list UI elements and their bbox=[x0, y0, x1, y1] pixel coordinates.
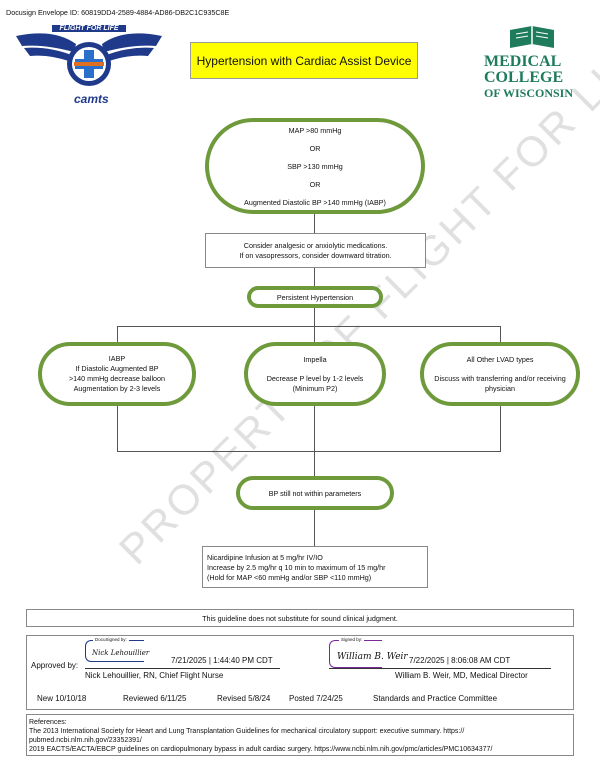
flight-for-life-banner: FLIGHT FOR LIFE bbox=[52, 25, 126, 32]
lvad-title: All Other LVAD types bbox=[466, 354, 534, 364]
signature-2-label: Signed by: bbox=[339, 637, 365, 642]
bp-still-pill: BP still not within parameters bbox=[236, 476, 394, 510]
merge-line bbox=[117, 451, 501, 452]
lvad-line-2: physician bbox=[485, 383, 515, 393]
consider-line-1: Consider analgesic or anxiolytic medicat… bbox=[243, 241, 388, 250]
impella-title: Impella bbox=[303, 354, 327, 364]
impella-line-2: (Minimum P2) bbox=[292, 383, 338, 393]
connector bbox=[314, 214, 315, 234]
connector bbox=[117, 326, 118, 343]
criteria-map: MAP >80 mmHg bbox=[288, 125, 342, 135]
impella-pill: Impella Decrease P level by 1-2 levels (… bbox=[244, 342, 386, 406]
nicardipine-box: Nicardipine Infusion at 5 mg/hr IV/IO In… bbox=[202, 546, 428, 588]
iabp-line-3: Augmentation by 2-3 levels bbox=[73, 384, 161, 393]
signature-1-date: 7/21/2025 | 1:44:40 PM CDT bbox=[171, 656, 273, 665]
lvad-pill: All Other LVAD types Discuss with transf… bbox=[420, 342, 580, 406]
criteria-diastolic: Augmented Diastolic BP >140 mmHg (IABP) bbox=[244, 197, 386, 207]
branch-line bbox=[117, 326, 501, 327]
lvad-line-1: Discuss with transferring and/or receivi… bbox=[434, 373, 566, 383]
criteria-sbp: SBP >130 mmHg bbox=[287, 161, 343, 171]
criteria-or-1: OR bbox=[309, 143, 321, 153]
committee: Standards and Practice Committee bbox=[373, 694, 498, 703]
bp-still-label: BP still not within parameters bbox=[268, 488, 362, 498]
approval-box: Approved by: DocuSigned by: Nick Lehouil… bbox=[26, 635, 574, 710]
connector bbox=[500, 406, 501, 451]
signature-1-script: Nick Lehouillier bbox=[92, 649, 150, 657]
connector bbox=[314, 510, 315, 546]
docusign-envelope-id: Docusign Envelope ID: 60819DD4-2589-4884… bbox=[6, 8, 230, 17]
connector bbox=[314, 308, 315, 326]
consider-line-2: If on vasopressors, consider downward ti… bbox=[239, 251, 392, 260]
flight-for-life-logo: FLIGHT FOR LIFE camts bbox=[14, 24, 164, 108]
iabp-title: IABP bbox=[108, 354, 126, 363]
connector bbox=[117, 406, 118, 451]
consider-box: Consider analgesic or anxiolytic medicat… bbox=[205, 233, 426, 268]
signatory-2-name: William B. Weir, MD, Medical Director bbox=[395, 671, 528, 680]
iabp-line-1: If Diastolic Augmented BP bbox=[75, 364, 159, 373]
signature-1-label: DocuSigned by: bbox=[93, 637, 129, 642]
persistent-label: Persistent Hypertension bbox=[276, 292, 354, 302]
reference-1-line-1: The 2013 International Society for Heart… bbox=[29, 728, 465, 735]
approved-by-label: Approved by: bbox=[31, 661, 79, 670]
connector bbox=[314, 326, 315, 343]
new-date: New 10/10/18 bbox=[37, 694, 87, 703]
reference-2: 2019 EACTS/EACTA/EBCP guidelines on card… bbox=[29, 746, 493, 753]
impella-line-1: Decrease P level by 1-2 levels bbox=[266, 373, 364, 383]
connector bbox=[314, 406, 315, 476]
book-icon bbox=[510, 26, 554, 48]
persistent-hypertension-pill: Persistent Hypertension bbox=[247, 286, 383, 308]
connector bbox=[500, 326, 501, 343]
connector bbox=[314, 268, 315, 286]
reference-1-line-2: pubmed.ncbi.nlm.nih.gov/23352391/ bbox=[29, 737, 142, 744]
camts-logo: camts bbox=[74, 92, 109, 106]
posted-date: Posted 7/24/25 bbox=[289, 694, 343, 703]
medical-college-wisconsin-logo: MEDICAL COLLEGE OF WISCONSIN bbox=[484, 24, 580, 100]
signature-line-2 bbox=[329, 668, 551, 669]
flight-for-life-emblem-icon bbox=[16, 33, 162, 86]
disclaimer: This guideline does not substitute for s… bbox=[26, 609, 574, 627]
iabp-pill: IABP If Diastolic Augmented BP >140 mmHg… bbox=[38, 342, 196, 406]
references-heading: References: bbox=[29, 719, 67, 726]
signatory-1-name: Nick Lehouillier, RN, Chief Flight Nurse bbox=[85, 671, 224, 680]
reviewed-date: Reviewed 6/11/25 bbox=[123, 694, 187, 703]
criteria-or-2: OR bbox=[309, 179, 321, 189]
criteria-pill: MAP >80 mmHg OR SBP >130 mmHg OR Augment… bbox=[205, 118, 425, 214]
signature-line-1 bbox=[85, 668, 280, 669]
references-box: References: The 2013 International Socie… bbox=[26, 714, 574, 756]
mcw-line-3: OF WISCONSIN bbox=[484, 86, 574, 100]
signature-2-date: 7/22/2025 | 8:06:08 AM CDT bbox=[409, 656, 511, 665]
revised-date: Revised 5/8/24 bbox=[217, 694, 271, 703]
mcw-line-2: COLLEGE bbox=[484, 69, 564, 86]
page-title: Hypertension with Cardiac Assist Device bbox=[190, 42, 418, 79]
mcw-line-1: MEDICAL bbox=[484, 53, 562, 70]
signature-2-script: William B. Weir bbox=[337, 652, 408, 662]
nicardipine-line-2: Increase by 2.5 mg/hr q 10 min to maximu… bbox=[207, 563, 386, 572]
iabp-line-2: >140 mmHg decrease balloon bbox=[68, 374, 166, 383]
nicardipine-line-3: (Hold for MAP <60 mmHg and/or SBP <110 m… bbox=[207, 573, 372, 582]
nicardipine-line-1: Nicardipine Infusion at 5 mg/hr IV/IO bbox=[207, 553, 323, 562]
